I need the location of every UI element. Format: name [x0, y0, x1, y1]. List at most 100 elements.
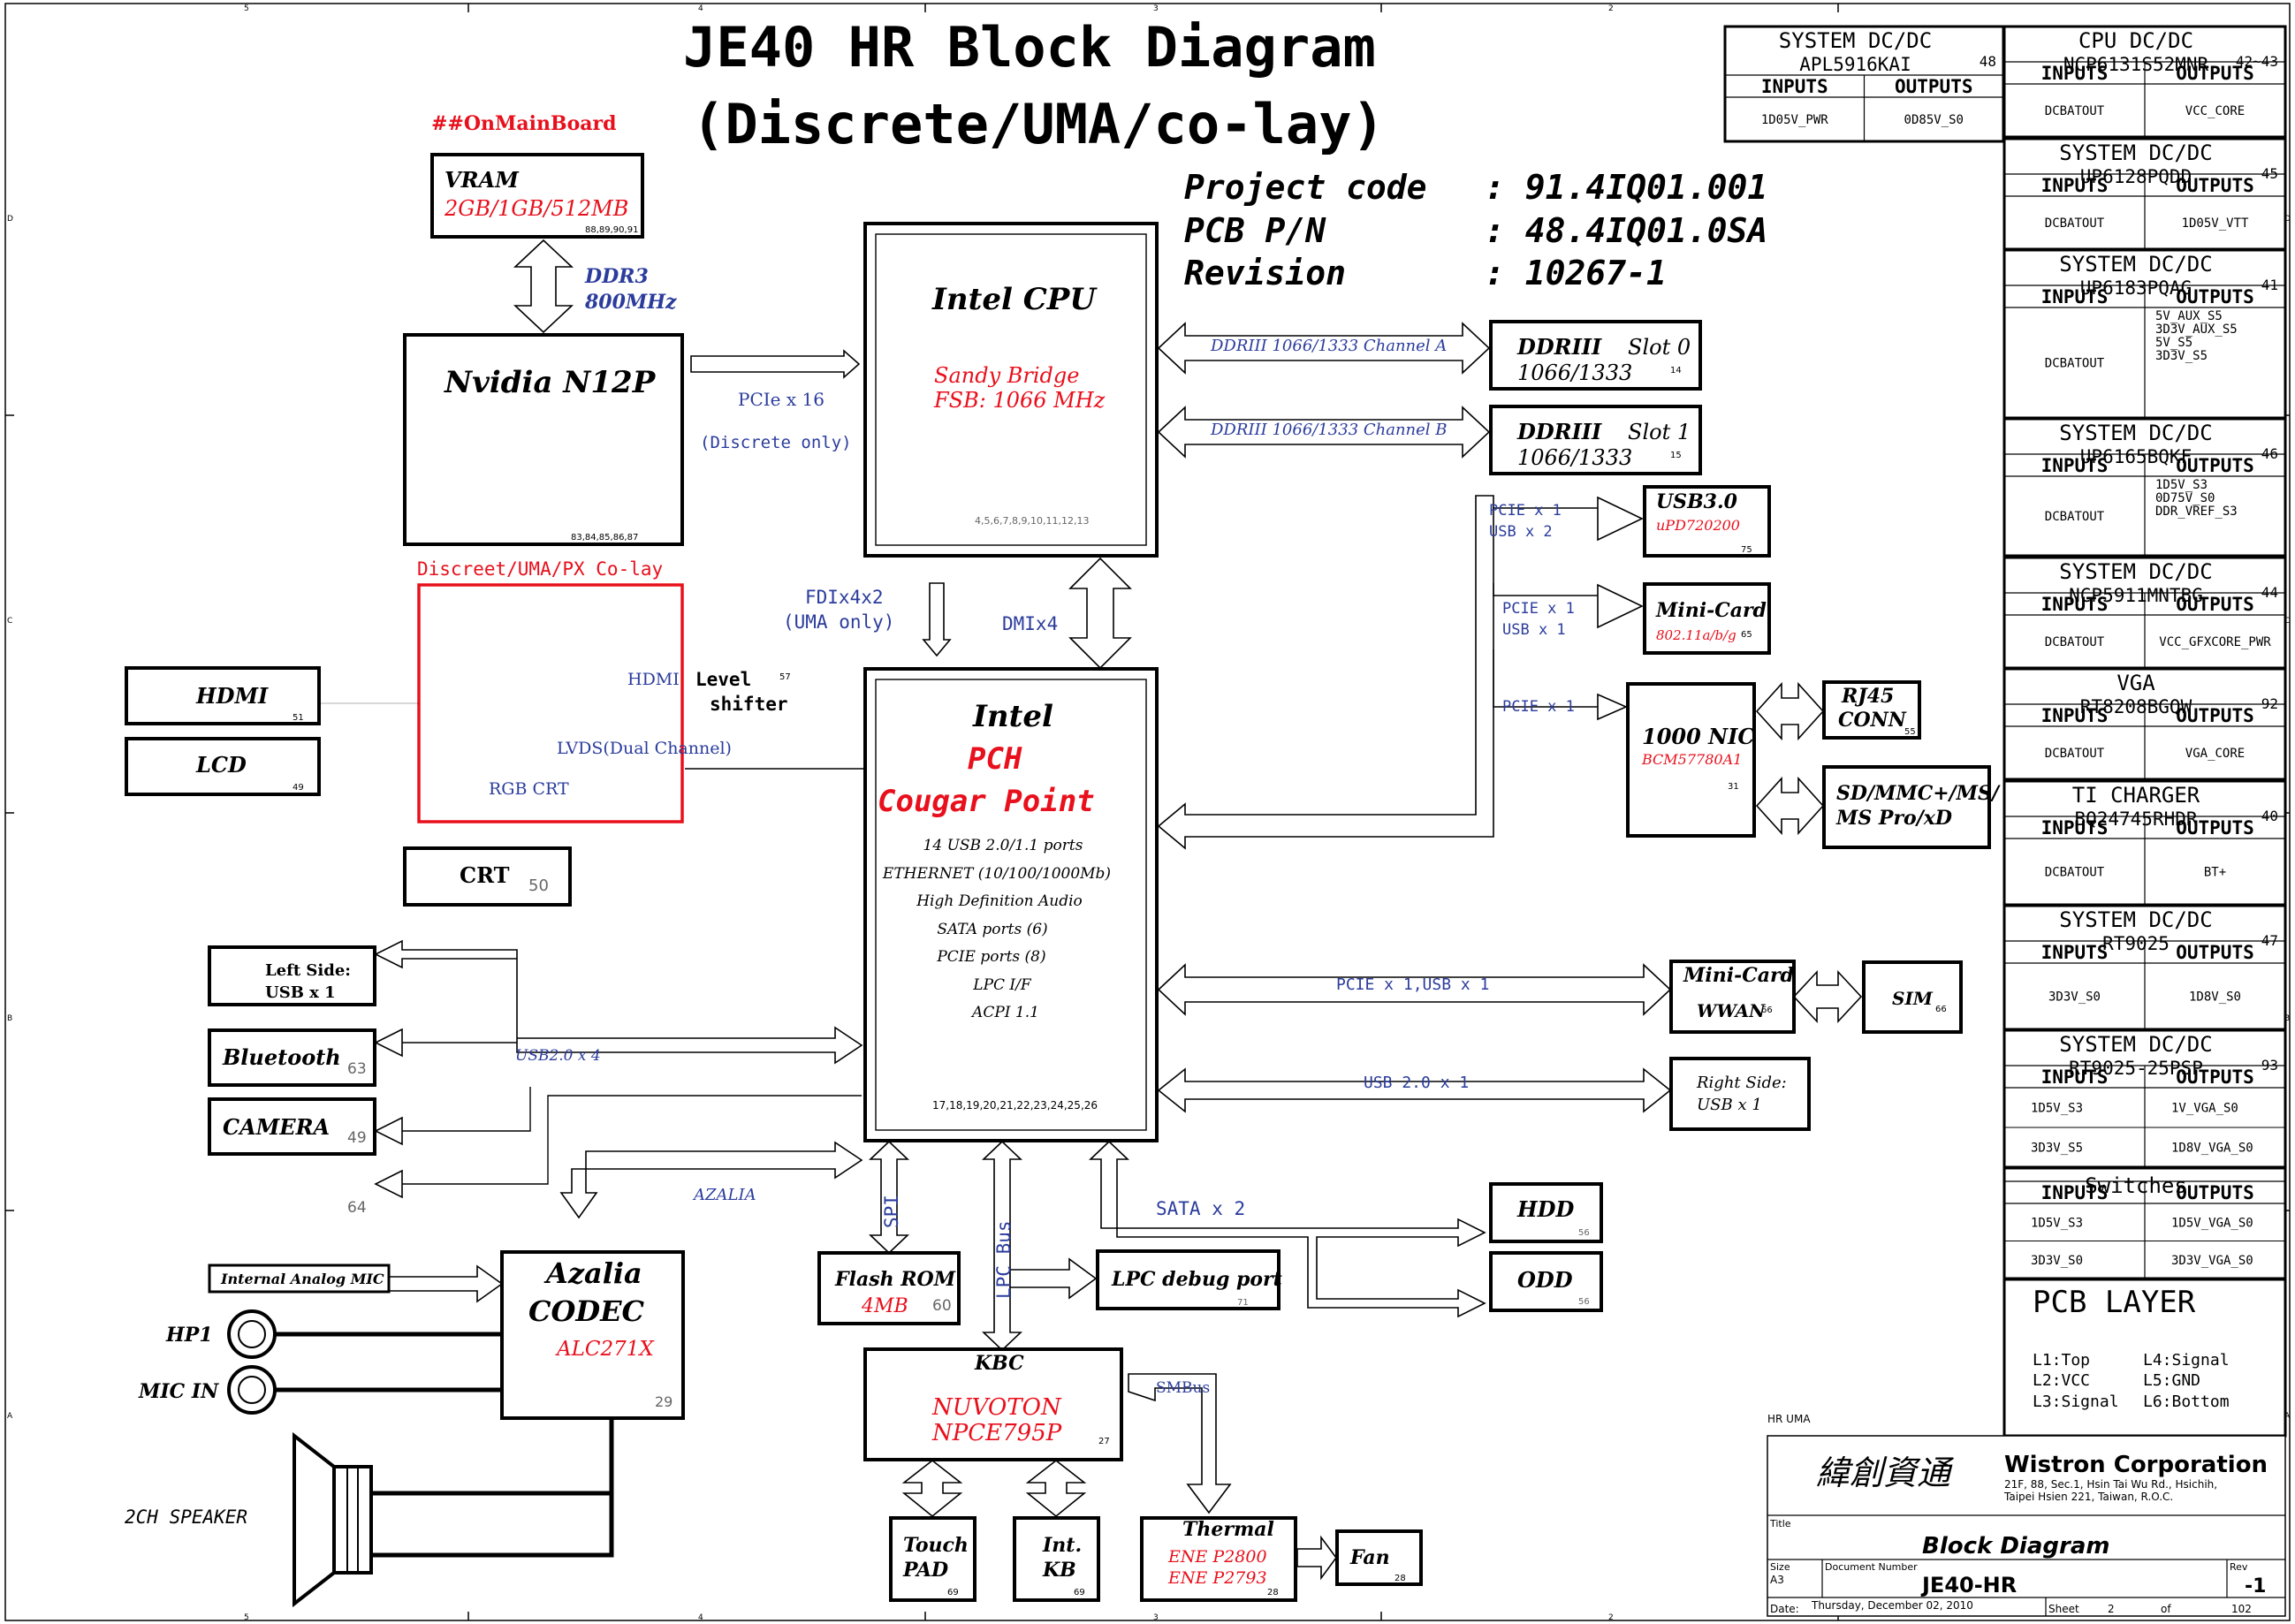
power-2-outputs-header: OUTPUTS — [2176, 63, 2254, 84]
power-3-input: DCBATOUT — [2045, 216, 2105, 231]
power-10-outputs-header: OUTPUTS — [2176, 1066, 2254, 1088]
minicard-wlan-title: Mini-Card — [1655, 599, 1767, 622]
ddr1-speed: 1066/1333 — [1517, 445, 1632, 470]
title-line1: JE40 HR Block Diagram — [683, 15, 1376, 80]
sim-title: SIM — [1892, 988, 1934, 1009]
nic-sub: BCM57780A1 — [1641, 751, 1742, 768]
lpc-debug-block: LPC debug port 71 — [1096, 1249, 1282, 1310]
rj45-title2: CONN — [1838, 709, 1907, 732]
usb3-block: USB3.0 uPD720200 75 — [1643, 485, 1771, 558]
company-addr2: Taipei Hsien 221, Taiwan, R.O.C. — [2003, 1491, 2173, 1503]
power-11-row-out: 3D3V_VGA_S0 — [2171, 1254, 2253, 1268]
project-code-label: Project code — [1184, 168, 1427, 207]
kbc-sub1: NUVOTON — [931, 1394, 1062, 1421]
zone-letter-c: C — [7, 617, 12, 626]
power-9-title: SYSTEM DC/DC — [2059, 907, 2212, 932]
pch-pcie-arrow — [1157, 495, 1494, 850]
pcie16-label: PCIe x 16 — [738, 389, 825, 410]
hp1-jack: HP1 — [165, 1309, 277, 1359]
zone-letter-a: A — [7, 1412, 13, 1421]
zone-letter-a-right: A — [2284, 1412, 2291, 1421]
nic-arrow — [1597, 693, 1628, 721]
power-1-page: 48 — [1980, 53, 1996, 70]
ddr1-title: DDRIII — [1516, 419, 1602, 444]
left-usb-line1: Left Side: — [265, 961, 351, 980]
zone-num-2-bottom: 2 — [1608, 1613, 1614, 1622]
power-1-input: 1D05V_PWR — [1761, 113, 1828, 127]
power-9-output: 1D8V_S0 — [2189, 990, 2241, 1005]
power-3-part: UP6128PQDD — [2080, 166, 2192, 187]
codec-title1: Azalia — [543, 1256, 642, 1290]
level-shifter-label-1: Level — [695, 669, 751, 690]
vram-gpu-arrow — [513, 239, 574, 334]
pcb-pn-label: PCB P/N — [1184, 211, 1326, 250]
flash-sub: 4MB — [861, 1295, 908, 1317]
cha-label: DDRIII 1066/1333 Channel A — [1210, 337, 1447, 355]
kbc-sub2: NPCE795P — [931, 1420, 1062, 1446]
pch-title2: PCH — [968, 741, 1022, 777]
spi-label: SPI — [881, 1195, 902, 1228]
usb2x4-label: USB2.0 x 4 — [515, 1047, 601, 1065]
power-9-inputs-header: INPUTS — [2041, 942, 2109, 963]
pch-feature-1: 14 USB 2.0/1.1 ports — [923, 837, 1083, 854]
thermal-sub2: ENE P2793 — [1167, 1568, 1267, 1588]
date-label: Date: — [1770, 1603, 1799, 1615]
bluetooth-page: 63 — [347, 1060, 367, 1078]
power-3-title: SYSTEM DC/DC — [2059, 140, 2212, 165]
rev-label: Rev — [2230, 1561, 2248, 1573]
hdmi-signal-label: HDMI — [627, 670, 680, 689]
power-4-output: 3D3V_AUX_S5 — [2155, 323, 2238, 337]
speaker-label: 2CH SPEAKER — [125, 1506, 247, 1528]
pch-page: 17,18,19,20,21,22,23,24,25,26 — [932, 1099, 1098, 1112]
power-6-input: DCBATOUT — [2045, 635, 2105, 649]
lpcbus-label: LPC Bus — [993, 1220, 1015, 1299]
power-9-outputs-header: OUTPUTS — [2176, 942, 2254, 963]
pcb-layer-1: L1:Top — [2033, 1351, 2090, 1370]
power-7-title: VGA — [2116, 671, 2155, 695]
power-6-title: SYSTEM DC/DC — [2059, 559, 2212, 584]
power-11-row-in: 1D5V_S3 — [2031, 1216, 2083, 1230]
of-label: of — [2161, 1603, 2171, 1615]
cam-arrow — [374, 1116, 403, 1146]
power-10-row-in: 3D3V_S5 — [2031, 1142, 2083, 1156]
power-10-title: SYSTEM DC/DC — [2059, 1032, 2212, 1057]
thermal-block: Thermal ENE P2800 ENE P2793 28 — [1140, 1516, 1297, 1602]
power-11-title: Switches — [2085, 1173, 2187, 1198]
sim-page: 66 — [1935, 1005, 1947, 1014]
power-6-part: NCP5911MNTBG — [2069, 585, 2203, 606]
ddr1-page: 15 — [1670, 451, 1682, 460]
fan-arrow — [1296, 1535, 1337, 1581]
zone-letter-d-right: D — [2284, 215, 2291, 224]
pch-title3: Cougar Point — [878, 784, 1095, 819]
touchpad-line2: PAD — [902, 1559, 948, 1582]
pcie-nic-label: PCIE x 1 — [1502, 698, 1575, 716]
power-1-inputs-header: INPUTS — [1761, 76, 1828, 97]
zone-num-2: 2 — [1608, 4, 1614, 13]
codec-sub: ALC271X — [555, 1338, 655, 1361]
minicard-wwan-block: Mini-Card WWAN 66 — [1669, 960, 1796, 1034]
fdi-arrow — [922, 582, 952, 657]
sata-arrow — [1089, 1140, 1486, 1318]
size-value: A3 — [1770, 1574, 1784, 1586]
power-10-row-in: 1D5V_S3 — [2031, 1102, 2083, 1116]
lpc-debug-page: 71 — [1237, 1298, 1249, 1308]
pch-feature-3: High Definition Audio — [916, 892, 1083, 910]
usb3-sub: uPD720200 — [1656, 517, 1740, 534]
pcb-layer-5: L5:GND — [2143, 1371, 2200, 1390]
right-usb-block: Right Side: USB x 1 — [1669, 1057, 1811, 1131]
power-2-part: NCP6131S52MNR — [2063, 54, 2209, 75]
flash-title: Flash ROM — [834, 1268, 956, 1291]
kbc-kb-arrow — [1025, 1459, 1087, 1518]
power-3-outputs-header: OUTPUTS — [2176, 175, 2254, 196]
power-7-part: RT8208BGQW — [2080, 696, 2192, 717]
fdi-label-2: (UMA only) — [783, 611, 894, 633]
power-10-row-out: 1D8V_VGA_S0 — [2171, 1142, 2253, 1156]
doc-title: Block Diagram — [1922, 1533, 2109, 1559]
power-1-part: APL5916KAI — [1799, 54, 1911, 75]
zone-num-5-bottom: 5 — [244, 1613, 249, 1622]
company-name: Wistron Corporation — [2004, 1452, 2268, 1478]
kbc-touchpad-arrow — [901, 1459, 963, 1518]
pcie-nic-line — [1493, 649, 1600, 708]
smbus-label: SMBus — [1156, 1379, 1210, 1397]
rgbcrt-label: RGB CRT — [489, 779, 569, 799]
